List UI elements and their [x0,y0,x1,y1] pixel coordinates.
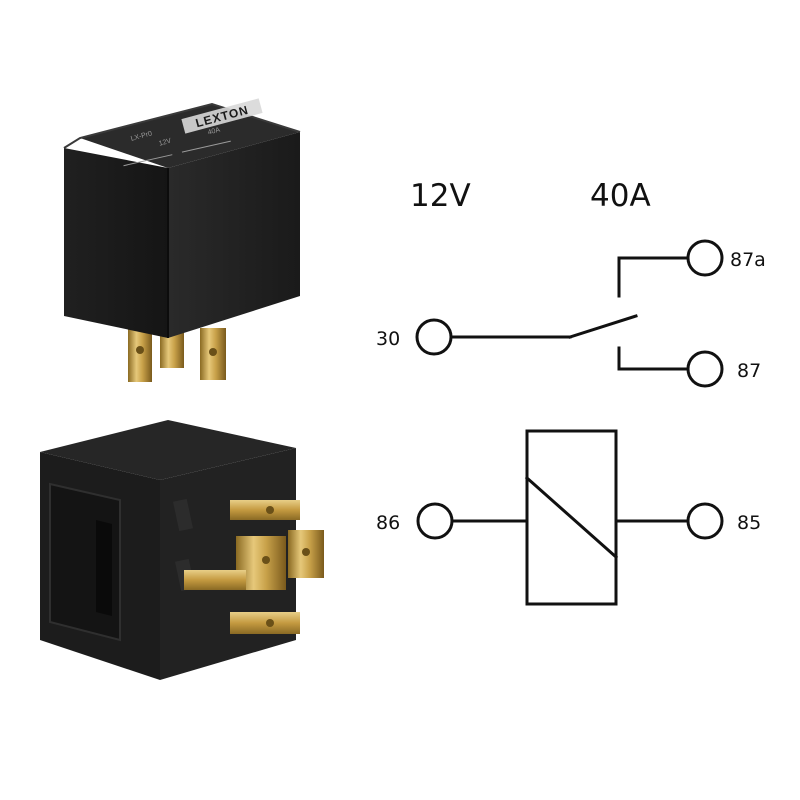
terminal-87 [686,350,724,388]
terminal-blade [230,612,300,634]
terminal-blade [236,536,286,590]
coil-box [525,429,618,606]
relay-schematic: 12V 40A 30 87a 87 86 85 [376,178,766,606]
switch-arm [568,314,638,339]
relay-front-face [64,148,168,338]
relay-top-view: LEXTON LX-Pr0 12V 40A [63,98,301,382]
mounting-slot [96,520,112,616]
relay-top-face [80,104,300,168]
pin-label-86: 86 [376,512,400,534]
voltage-rating: 12V [410,178,471,214]
relay-top-face [40,420,296,480]
wire-87a [617,256,690,298]
terminal-86 [416,502,454,540]
terminal-hole [262,556,270,564]
switch-contacts: 30 87a 87 [376,239,766,388]
voltage-print: 12V [158,138,172,148]
terminal-blade [184,570,246,590]
pin-label-85: 85 [737,512,761,534]
coil-diagonal [524,475,619,560]
terminal-hole [302,548,310,556]
wire-87 [617,346,690,371]
relay-bottom-terminals [184,500,324,634]
terminal-hole [266,619,274,627]
relay-side-face [168,132,300,338]
current-rating: 40A [590,178,651,214]
terminal-85 [686,502,724,540]
terminal-blade [230,500,300,520]
terminal-hole [209,348,217,356]
pin-label-30: 30 [376,328,400,350]
terminal-hole [136,346,144,354]
current-print: 40A [207,127,221,137]
terminal-hole [266,506,274,514]
terminal-30 [415,318,453,356]
pin-label-87: 87 [737,360,761,382]
pin-label-87a: 87a [730,249,766,271]
relay-bottom-view [40,420,324,680]
terminal-87a [686,239,724,277]
coil: 86 85 [376,429,761,606]
